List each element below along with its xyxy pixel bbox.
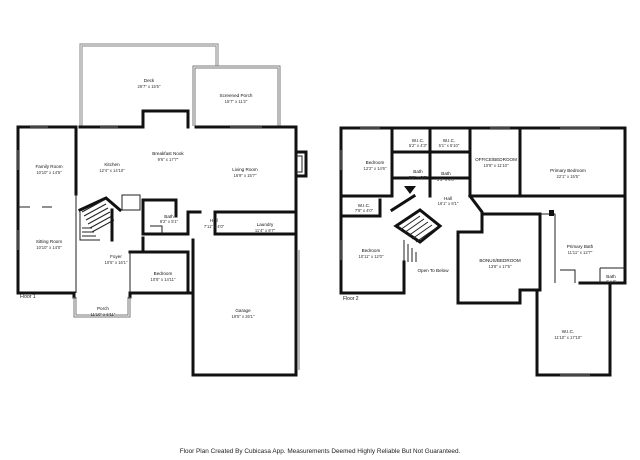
wic1-name: W.I.C. (412, 138, 425, 143)
primary-bath-fixture (560, 269, 576, 283)
kitchen-island (121, 194, 141, 211)
deck-name: Deck (144, 78, 155, 83)
laundry-name: Laundry (257, 222, 274, 227)
bedroom-b-name: Bedroom (362, 248, 381, 253)
primary-bath-dim: 11'11" x 12'7" (568, 250, 593, 255)
office-bedroom-dim: 10'8" x 11'10" (484, 163, 509, 168)
hall2-name: Hall (444, 196, 452, 201)
bath-c-walls (599, 267, 625, 283)
breakfast-nook-name: Breakfast Nook (152, 151, 184, 156)
bath-hall-wall (141, 198, 190, 236)
laundry-dim: 11'4" x 6'7" (255, 228, 276, 233)
kitchen-dim: 12'4" x 14'10" (99, 168, 125, 173)
kitchen-name: Kitchen (104, 162, 120, 167)
bonus-bottom-wall (456, 288, 539, 305)
wic2-dim: 5'1" x 5'10" (439, 143, 460, 148)
floor2-stair-well (393, 208, 443, 244)
hall1-dim: 7'11" x 4'0" (204, 224, 225, 229)
laundry-bottom-wall (213, 210, 298, 236)
bedroom1-dim: 10'8" x 14'11" (151, 277, 176, 282)
chute-marker (404, 186, 416, 194)
screened-porch-outline (192, 65, 281, 126)
bonus-bedroom-name: BONUS/BEDROOM (479, 258, 521, 263)
floor1-label: Floor 1 (20, 294, 36, 300)
wic2-name: W.I.C. (443, 138, 456, 143)
family-room-dim: 10'10" x 14'5" (36, 170, 62, 175)
bedroom-a-dim: 12'2" x 14'6" (364, 166, 387, 171)
bedroom1-top-wall (128, 236, 190, 254)
bath-top-wall (141, 198, 178, 218)
wic4-name: W.I.C. (562, 329, 575, 334)
wic3-name: W.I.C. (358, 203, 371, 208)
floor2-label: Floor 2 (343, 296, 359, 302)
family-room-name: Family Room (35, 164, 62, 169)
hall2-dim: 16'1" x 8'1" (438, 201, 459, 206)
porch-outline (73, 297, 131, 318)
floor2-left-bottom-wall (339, 126, 406, 295)
open-below-name: Open To Below (417, 268, 449, 273)
floor1-stairs (79, 199, 115, 241)
bonus-top-wall (456, 212, 542, 292)
wic3-walls (339, 198, 382, 218)
wic4-dim: 11'10" x 17'10" (554, 335, 582, 340)
footer-disclaimer: Floor Plan Created By Cubicasa App. Meas… (179, 448, 461, 455)
bath-a-dim: 5'3" x 6'5" (409, 175, 428, 180)
hall-wall (186, 210, 202, 236)
bedroom-a-name: Bedroom (366, 160, 385, 165)
fireplace-hearth (296, 155, 303, 173)
living-room-dim: 16'9" x 15'7" (234, 173, 257, 178)
garage-walls (191, 238, 298, 377)
floor2-windows (340, 127, 600, 376)
deck-dim: 26'7" x 15'5" (138, 84, 161, 89)
sitting-room-dim: 10'10" x 14'0" (36, 245, 62, 250)
screened-porch-name: Screened Porch (220, 93, 253, 98)
bath-fixture (150, 225, 163, 234)
wic3-dim: 7'9" x 4'0" (355, 208, 374, 213)
deck-outline (79, 43, 219, 126)
porch-dim: 11'10" x 6'11" (91, 312, 116, 317)
floor-1-plan: Deck 26'7" x 15'5" Screened Porch 15'7" … (16, 43, 308, 377)
bath1-name: Bath (164, 214, 174, 219)
primary-bedroom-name: Primary Bedroom (550, 168, 586, 173)
garage-name: Garage (235, 308, 251, 313)
breakfast-nook-dim: 9'6" x 17'7" (158, 157, 179, 162)
foyer-name: Foyer (110, 254, 122, 259)
bedroom1-name: Bedroom (154, 271, 173, 276)
primary-bath-name: Primary Bath (567, 244, 594, 249)
floor2-stairs (399, 215, 437, 262)
primary-bath-left-wall (540, 213, 556, 283)
bath-c-dim: 4' x 5' (606, 279, 617, 284)
porch-name: Porch (97, 306, 109, 311)
hall1-name: Hall (210, 218, 218, 223)
living-room-name: Living Room (232, 167, 258, 172)
floor2-top-right-wall (339, 126, 627, 285)
foyer-dim: 10'5" x 16'1" (105, 260, 128, 265)
bedroom-a-walls (339, 126, 394, 198)
bath-c-name: Bath (606, 274, 616, 279)
floor1-stair-wall (78, 196, 123, 213)
screened-porch-dim: 15'7" x 11'2" (225, 99, 248, 104)
primary-bedroom-dim: 22'1" x 15'5" (557, 174, 580, 179)
floor1-windows (17, 126, 262, 250)
bath-a-name: Bath (413, 169, 423, 174)
column-marker (549, 210, 554, 216)
floor1-entry-wall (72, 291, 195, 299)
floor1-left-wall (16, 125, 76, 295)
wic-bath-walls (390, 126, 472, 198)
office-bedroom-name: OFFICE/BEDROOM (475, 157, 517, 162)
floor-2-plan: W.I.C. 5'2" x 4'3" W.I.C. 5'1" x 5'10" O… (339, 126, 627, 377)
bath-b-dim: 5'3" x 4'8" (437, 177, 456, 182)
fireplace (294, 150, 308, 178)
bath1-dim: 8'2" x 5'1" (160, 219, 179, 224)
bedroom-b-dim: 10'11" x 12'0" (359, 254, 384, 259)
wic1-dim: 5'2" x 4'3" (409, 143, 428, 148)
garage-dim: 19'5" x 26'1" (232, 314, 255, 319)
office-primary-walls (468, 126, 627, 198)
bonus-bedroom-dim: 13'8" x 17'5" (489, 264, 512, 269)
sitting-room-name: Sitting Room (36, 239, 62, 244)
bath-b-name: Bath (441, 171, 451, 176)
